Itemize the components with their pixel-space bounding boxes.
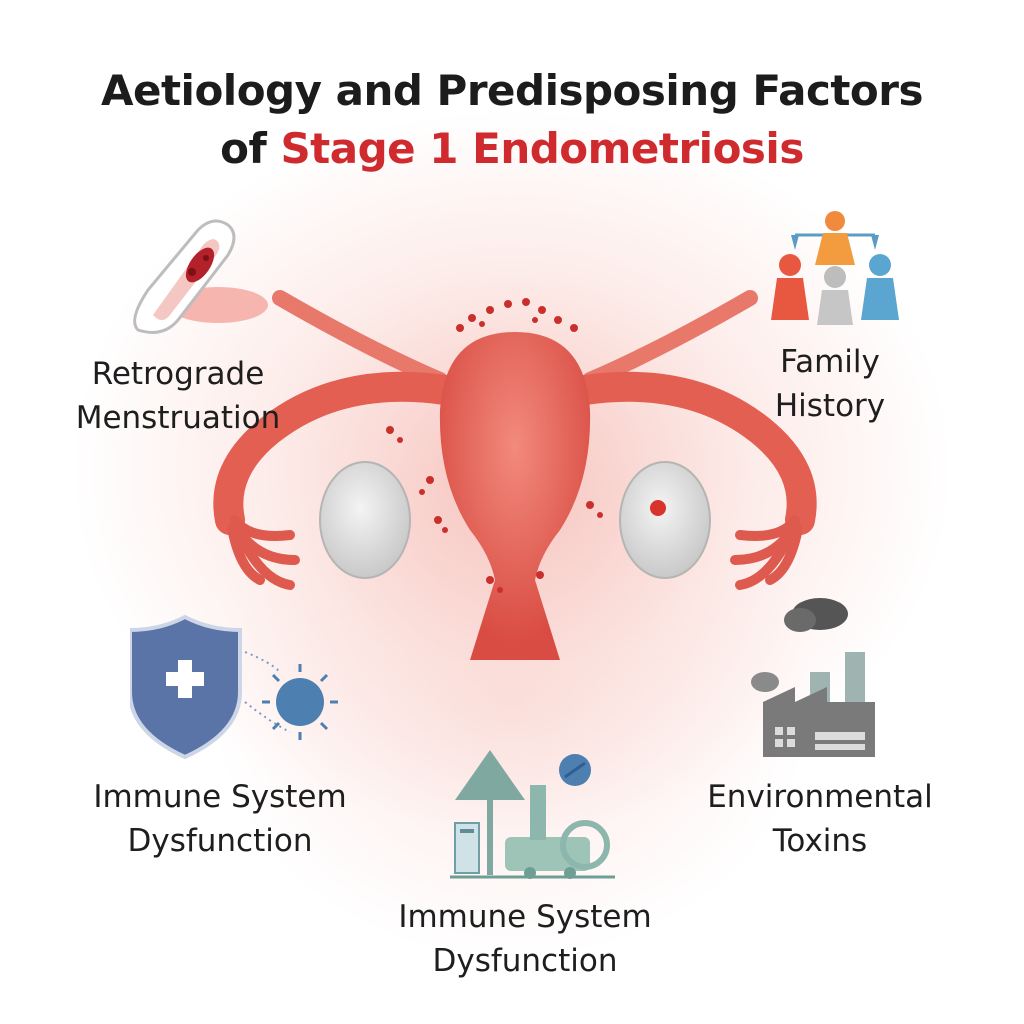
title-line1: Aetiology and Predisposing Factors — [100, 66, 924, 115]
endometrial-implants — [386, 298, 603, 593]
left-ovary — [319, 461, 411, 579]
left-fimbriae — [227, 515, 300, 590]
uterus-illustration — [213, 290, 817, 660]
factor-label-immune-dysfunction-left: Immune System Dysfunction — [93, 779, 347, 859]
factor-label-environmental-toxins: Environmental Toxins — [707, 779, 933, 859]
title-accent: Stage 1 Endometriosis — [280, 124, 804, 173]
title-line2: of Stage 1 Endometriosis — [0, 120, 1024, 178]
ovary-lesion — [650, 500, 666, 516]
factory-icon — [751, 598, 875, 757]
sanitary-pad-icon — [133, 219, 268, 334]
factor-label-immune-dysfunction-bottom: Immune System Dysfunction — [398, 899, 652, 979]
left-fallopian-tube — [213, 371, 460, 535]
title-prefix: of — [220, 124, 267, 173]
factor-label-retrograde-menstruation: Retrograde Menstruation — [75, 356, 281, 436]
right-ligament — [582, 290, 758, 388]
shield-virus-icon — [130, 614, 338, 760]
right-fallopian-tube — [570, 371, 817, 535]
clinic-icon — [450, 750, 615, 879]
uterus-body — [439, 332, 591, 660]
right-fimbriae — [730, 515, 803, 590]
factor-label-family-history: Family History — [774, 344, 886, 424]
right-ovary — [619, 461, 711, 579]
family-icon — [771, 211, 899, 325]
page-title: Aetiology and Predisposing Factors of St… — [0, 62, 1024, 178]
left-ligament — [272, 290, 448, 388]
